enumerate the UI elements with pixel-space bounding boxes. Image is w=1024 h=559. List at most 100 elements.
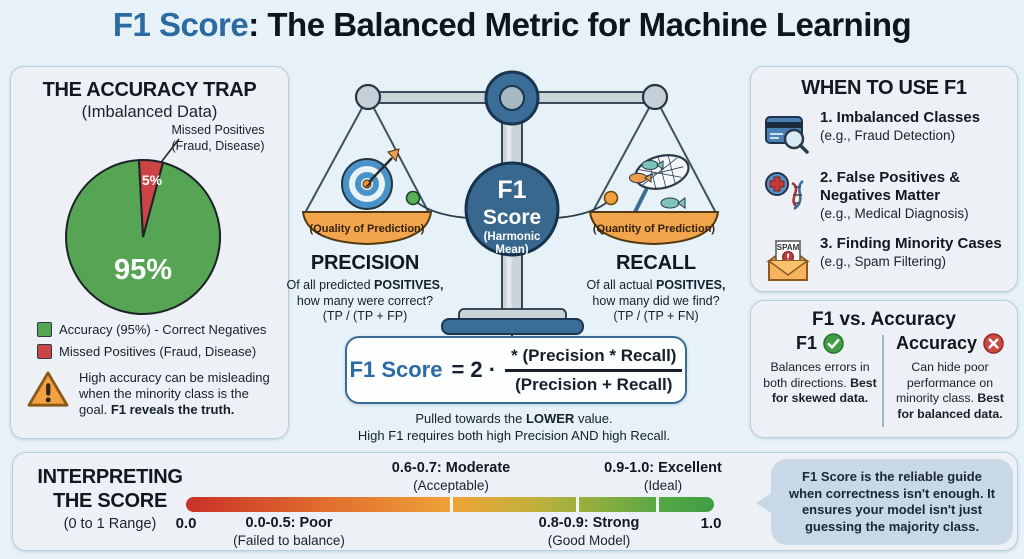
range-poor-sub: (Failed to balance) <box>233 533 345 548</box>
scale-min-label: 0.0 <box>175 515 197 532</box>
warning-triangle-icon <box>27 371 69 407</box>
f1-vs-accuracy-heading: F1 vs. Accuracy <box>812 309 956 330</box>
formula-note1-post: value. <box>574 411 613 426</box>
beam-right-end <box>641 83 669 111</box>
legend-row-accuracy: Accuracy (95%) - Correct Negatives <box>37 322 266 337</box>
pedestal-lower-base <box>441 318 584 335</box>
pie-large-label: 95% <box>114 254 172 286</box>
accuracy-bold-text: Best for balanced data. <box>897 391 1004 421</box>
use-item-3-title: 3. Finding Minority Cases <box>820 235 1002 252</box>
f1-circle-line1: F1 <box>497 176 526 204</box>
page-title: F1 Score: The Balanced Metric for Machin… <box>0 6 1024 44</box>
accuracy-warning: High accuracy can be misleading when the… <box>27 370 277 418</box>
fish-teal-free <box>660 197 686 209</box>
when-to-use-heading: WHEN TO USE F1 <box>801 77 967 99</box>
accuracy-text: Can hide poor performance on minority cl… <box>896 360 994 405</box>
callout-pointer-line <box>158 138 180 166</box>
use-item-2-title: 2. False Positives & Negatives Matter <box>820 169 961 204</box>
f1-column: F1 Balances errors in both directions. B… <box>759 333 881 407</box>
pie-small-label: 5% <box>142 172 163 188</box>
precision-block: PRECISION Of all predicted POSITIVES, ho… <box>285 252 445 325</box>
accuracy-pie-chart: 5% 95% <box>65 138 222 315</box>
accuracy-trap-heading: THE ACCURACY TRAP <box>42 79 257 101</box>
beam-pivot-center <box>499 85 525 111</box>
formula-numerator: * (Precision * Recall) <box>505 346 683 372</box>
recall-heading: RECALL <box>616 252 696 274</box>
accuracy-column-text: Can hide poor performance on minority cl… <box>889 360 1011 422</box>
use-item-2-example: (e.g., Medical Diagnosis) <box>820 206 969 221</box>
interpreting-heading: INTERPRETING THE SCORE (0 to 1 Range) <box>29 465 191 532</box>
spam-envelope-icon: SPAM <box>765 240 811 281</box>
f1-summary-text: F1 Score is the reliable guide when corr… <box>788 469 996 534</box>
accuracy-column-label: Accuracy <box>895 333 978 353</box>
recall-line2: how many did we find? <box>592 293 720 308</box>
recall-block: RECALL Of all actual POSITIVES, how many… <box>576 252 736 325</box>
precision-dot <box>405 190 421 206</box>
use-item-3-example: (e.g., Spam Filtering) <box>820 254 947 269</box>
range-excellent-sub: (Ideal) <box>643 478 683 493</box>
check-circle-icon <box>823 333 844 354</box>
beam-left-end <box>354 83 382 111</box>
fishing-net-icon <box>629 154 690 222</box>
range-excellent: 0.9-1.0: Excellent <box>604 460 722 476</box>
warning-bold: F1 reveals the truth. <box>110 402 235 417</box>
range-excellent-label: 0.9-1.0: Excellent (Ideal) <box>578 460 748 494</box>
formula-equals: = 2 · <box>451 357 497 382</box>
recall-line1-bold: POSITIVES, <box>656 278 726 292</box>
legend-label-missed: Missed Positives (Fraud, Disease) <box>59 344 257 359</box>
legend-label-accuracy: Accuracy (95%) - Correct Negatives <box>59 322 267 337</box>
formula-lhs: F1 Score <box>349 357 443 382</box>
precision-formula: (TP / (TP + FP) <box>322 309 408 323</box>
accuracy-column: Accuracy Can hide poor performance on mi… <box>889 333 1011 422</box>
legend-row-missed: Missed Positives (Fraud, Disease) <box>37 344 266 359</box>
f1-circle-line3: (Harmonic <box>484 231 541 243</box>
callout-line1: Missed Positives <box>171 123 265 137</box>
precision-heading: PRECISION <box>310 252 420 274</box>
right-pan-label: (Quantity of Prediction) <box>593 223 716 235</box>
range-poor-label: 0.0-0.5: Poor (Failed to balance) <box>204 515 374 549</box>
cross-circle-icon <box>983 333 1004 354</box>
formula-note1-pre: Pulled towards the <box>415 411 526 426</box>
accuracy-trap-panel: THE ACCURACY TRAP (Imbalanced Data) Miss… <box>10 66 289 439</box>
legend-swatch-red <box>37 344 52 359</box>
balance-scale-diagram: (Quality of Prediction) (Quantity of Pre… <box>301 70 720 342</box>
bar-tick-075 <box>576 497 579 512</box>
f1-vs-accuracy-panel: F1 vs. Accuracy F1 Balances errors in bo… <box>750 300 1018 438</box>
title-highlight: F1 Score <box>112 6 249 43</box>
interpreting-subheading: (0 to 1 Range) <box>63 516 157 532</box>
use-item-1-title: 1. Imbalanced Classes <box>820 109 981 126</box>
precision-description: Of all predicted POSITIVES, how many wer… <box>285 278 445 325</box>
left-pan-label: (Quality of Prediction) <box>310 223 425 235</box>
right-pan <box>588 211 720 246</box>
range-strong-label: 0.8-0.9: Strong (Good Model) <box>504 515 674 549</box>
title-rest: : The Balanced Metric for Machine Learni… <box>248 6 912 43</box>
bar-tick-05 <box>450 497 453 512</box>
formula-denominator: (Precision + Recall) <box>515 374 673 394</box>
left-pan <box>301 211 433 246</box>
interpreting-panel: INTERPRETING THE SCORE (0 to 1 Range) 0.… <box>12 452 1018 551</box>
formula-note2: High F1 requires both high Precision AND… <box>357 428 671 443</box>
precision-line2: how many were correct? <box>296 293 434 308</box>
fish-orange-in-net <box>629 172 652 184</box>
bar-tick-09 <box>656 497 659 512</box>
precision-line1-bold: POSITIVES, <box>374 278 444 292</box>
missed-positives-callout: Missed Positives (Fraud, Disease) <box>151 123 285 154</box>
recall-formula: (TP / (TP + FN) <box>613 309 699 323</box>
use-item-imbalanced: 1. Imbalanced Classes (e.g., Fraud Detec… <box>763 109 1012 157</box>
fraud-card-icon <box>765 116 809 154</box>
f1-text: Balances errors in both directions. <box>763 360 870 390</box>
interpreting-heading-line1: INTERPRETING <box>37 466 183 488</box>
formula-fraction: * (Precision * Recall) (Precision + Reca… <box>505 346 683 395</box>
range-strong: 0.8-0.9: Strong <box>538 515 640 531</box>
target-icon <box>341 148 400 210</box>
callout-line2: (Fraud, Disease) <box>171 138 265 153</box>
warning-text: High accuracy can be misleading when the… <box>79 370 277 418</box>
range-moderate-label: 0.6-0.7: Moderate (Acceptable) <box>366 460 536 494</box>
f1-summary-bubble: F1 Score is the reliable guide when corr… <box>756 459 1013 545</box>
legend-swatch-green <box>37 322 52 337</box>
formula-note1-bold: LOWER <box>525 411 575 426</box>
f1-circle-line2: Score <box>483 206 541 229</box>
recall-dot <box>603 190 619 206</box>
medical-dna-icon <box>765 172 804 211</box>
